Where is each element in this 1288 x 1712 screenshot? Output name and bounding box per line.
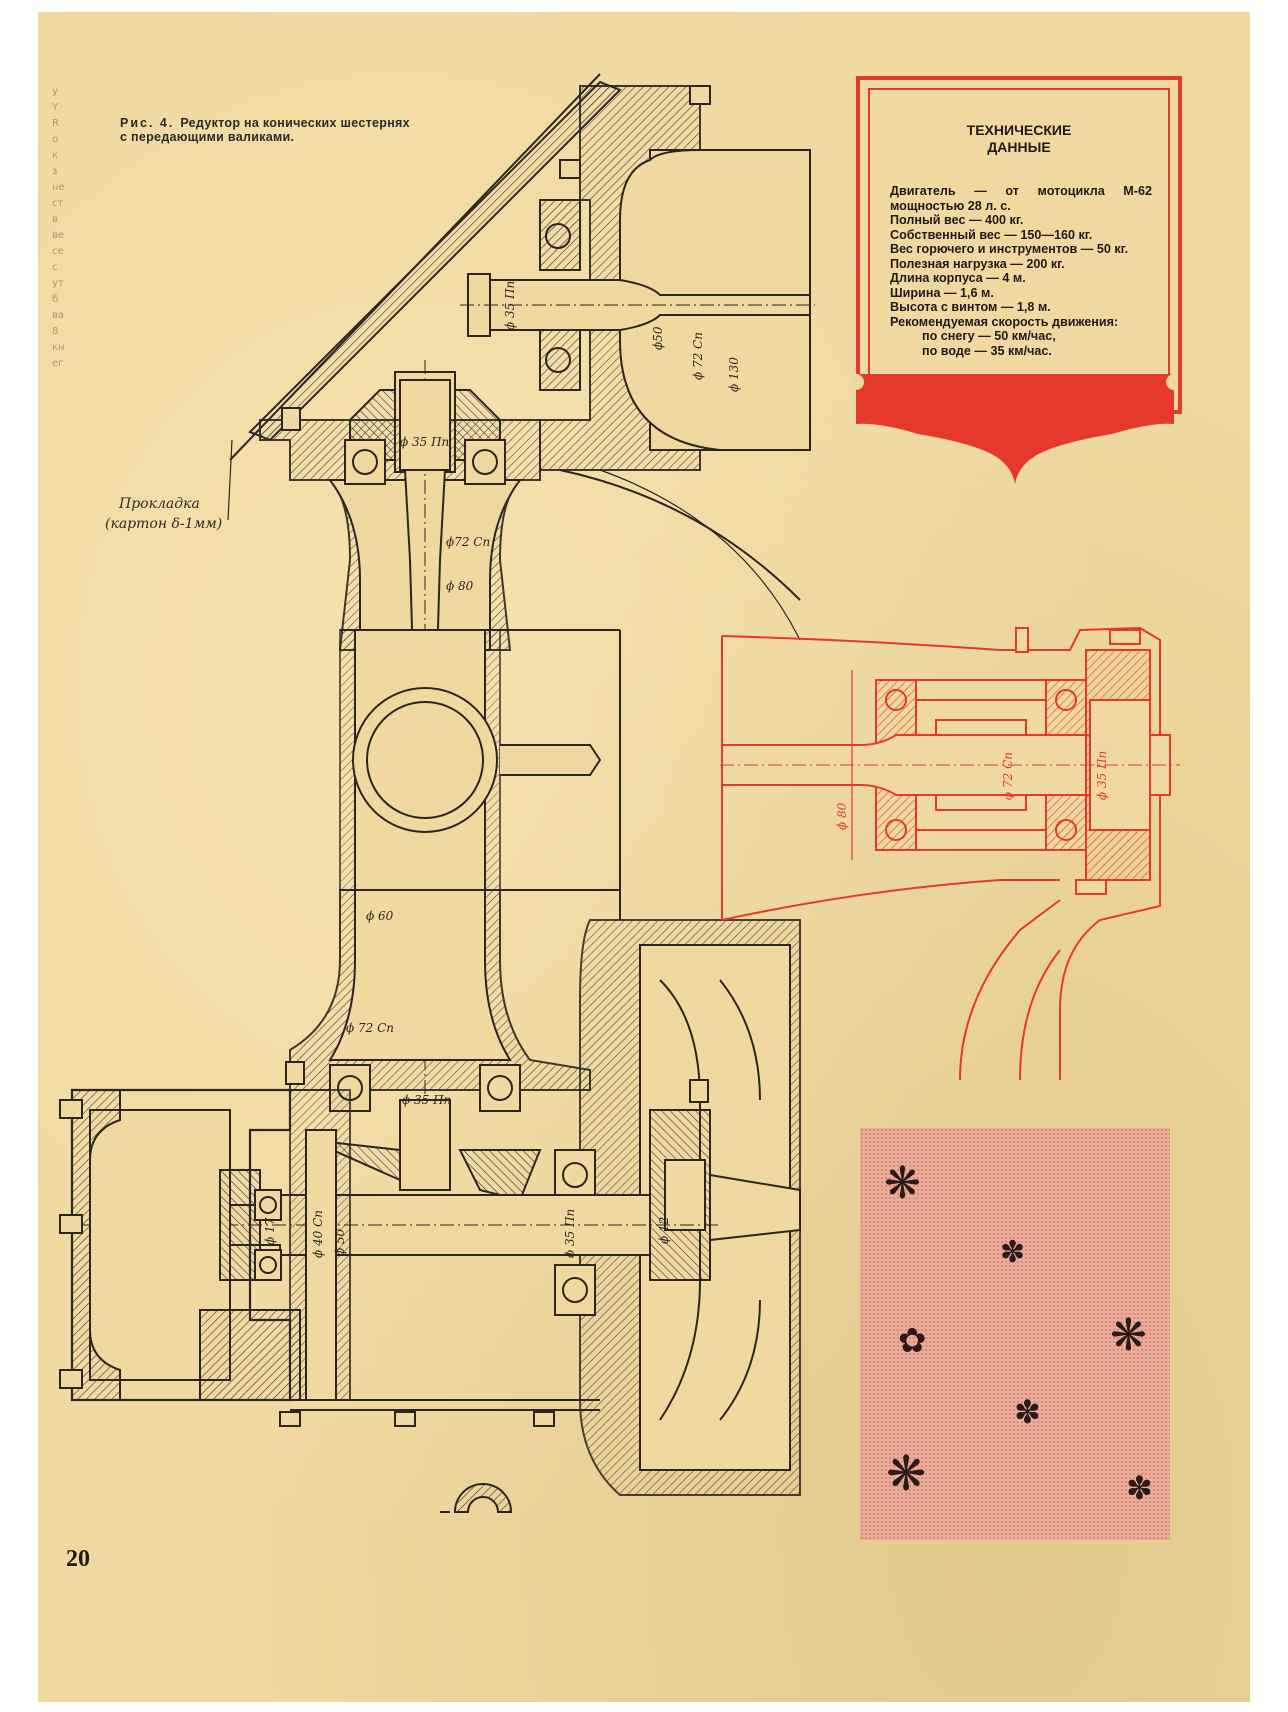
gasket-label: Прокладка (картон δ-1мм)	[105, 494, 222, 534]
tech-speed-snow: по снегу — 50 км/час,	[922, 329, 1056, 343]
tech-line: Двигатель — от мотоцикла М-62 мощностью …	[890, 184, 1152, 213]
technical-data-title: ТЕХНИЧЕСКИЕ ДАННЫЕ	[860, 122, 1178, 156]
tech-line: Длина корпуса — 4 м.	[890, 271, 1026, 285]
margin-bleed-letter: ст	[52, 198, 64, 209]
margin-bleed-letter: Y	[52, 102, 59, 113]
margin-bleed-letter: в	[52, 214, 58, 225]
dim-130: ϕ 130	[727, 357, 741, 392]
margin-bleed-letter: ут	[52, 278, 64, 289]
flower-icon: ✿	[898, 1321, 927, 1361]
flower-icon: ❋	[886, 1446, 927, 1502]
technical-data-scallop	[852, 374, 1178, 484]
margin-bleed-letter: к	[52, 150, 59, 161]
margin-bleed-letter: ва	[52, 310, 65, 321]
red-dim-35: ϕ 35 Пп	[1095, 751, 1109, 800]
dim-72-mid: ϕ72 Сп	[446, 535, 490, 549]
figure-number: Рис. 4.	[120, 116, 175, 130]
dim-72-top: ϕ 72 Сп	[691, 332, 705, 380]
gasket-label-line2: (картон δ-1мм)	[105, 516, 223, 532]
technical-data-list: Двигатель — от мотоцикла М-62 мощностью …	[890, 184, 1152, 358]
flower-icon: ❋	[1110, 1310, 1147, 1361]
tech-line: Полезная нагрузка — 200 кг.	[890, 256, 1065, 271]
flower-icon: ✽	[1014, 1393, 1041, 1431]
margin-bleed-letter: кн	[52, 342, 65, 353]
dim-50: ϕ50	[651, 326, 665, 350]
dim-12: ϕ 12	[657, 1217, 671, 1244]
margin-bleed-letter: ег	[52, 358, 64, 369]
tech-line: Рекомендуемая скорость движения:	[890, 314, 1119, 329]
margin-bleed-letter: у	[52, 86, 58, 97]
dim-72-low: ϕ 72 Сп	[346, 1021, 394, 1035]
tech-speed-water: по воде — 35 км/час.	[922, 343, 1052, 358]
red-dim-72: ϕ 72 Сп	[1001, 752, 1015, 800]
margin-bleed-letter: с	[52, 262, 58, 273]
dim-80-mid: ϕ 80	[446, 579, 474, 593]
technical-data-title-line2: ДАННЫЕ	[987, 139, 1051, 155]
flower-icon: ✽	[1126, 1469, 1153, 1507]
margin-bleed-letter: R	[52, 118, 59, 129]
margin-bleed-letter: ве	[52, 230, 65, 241]
flower-icon: ✽	[1000, 1235, 1026, 1270]
tech-line: Полный вес — 400 кг.	[890, 213, 1024, 227]
dim-60: ϕ 60	[366, 909, 394, 923]
figure-caption: Рис. 4.Редуктор на конических шестернях …	[120, 116, 420, 144]
technical-data-panel: ТЕХНИЧЕСКИЕ ДАННЫЕ Двигатель — от мотоци…	[856, 76, 1182, 414]
tech-line: Высота с винтом — 1,8 м.	[890, 300, 1051, 314]
pattern-swatch: ❋ ✽ ✿ ❋ ✽ ❋ ✽	[860, 1128, 1170, 1540]
margin-bleed-letter: б	[52, 294, 59, 305]
red-dim-80: ϕ 80	[835, 802, 849, 830]
dim-35-mid: ϕ 35 Пп	[400, 435, 449, 449]
margin-bleed-letter: се	[52, 246, 64, 257]
margin-bleed-letter: з	[52, 166, 58, 177]
dim-35-top: ϕ 35 Пп	[503, 281, 517, 330]
technical-data-title-line1: ТЕХНИЧЕСКИЕ	[966, 122, 1072, 138]
dim-17: ϕ 17	[263, 1217, 277, 1245]
page-number: 20	[66, 1546, 90, 1572]
margin-bleed-letter: 8	[52, 326, 59, 337]
margin-bleed-letter: не	[52, 182, 65, 193]
dim-35-shaft: ϕ 35 Пп	[563, 1209, 577, 1258]
gasket-label-line1: Прокладка	[119, 496, 200, 512]
dim-40: ϕ 40 Сп	[311, 1210, 325, 1258]
dim-35-low: ϕ 35 Пп	[402, 1093, 451, 1107]
flower-icon: ❋	[884, 1158, 921, 1209]
figure-caption-text: Редуктор на конических шестернях с перед…	[120, 116, 410, 144]
margin-bleed-letter: о	[52, 134, 59, 145]
tech-line: Вес горючего и инструментов — 50 кг.	[890, 242, 1129, 256]
dim-50b: ϕ 50	[333, 1228, 347, 1256]
tech-line: Собственный вес — 150—160 кг.	[890, 227, 1093, 242]
tech-line: Ширина — 1,6 м.	[890, 285, 994, 300]
